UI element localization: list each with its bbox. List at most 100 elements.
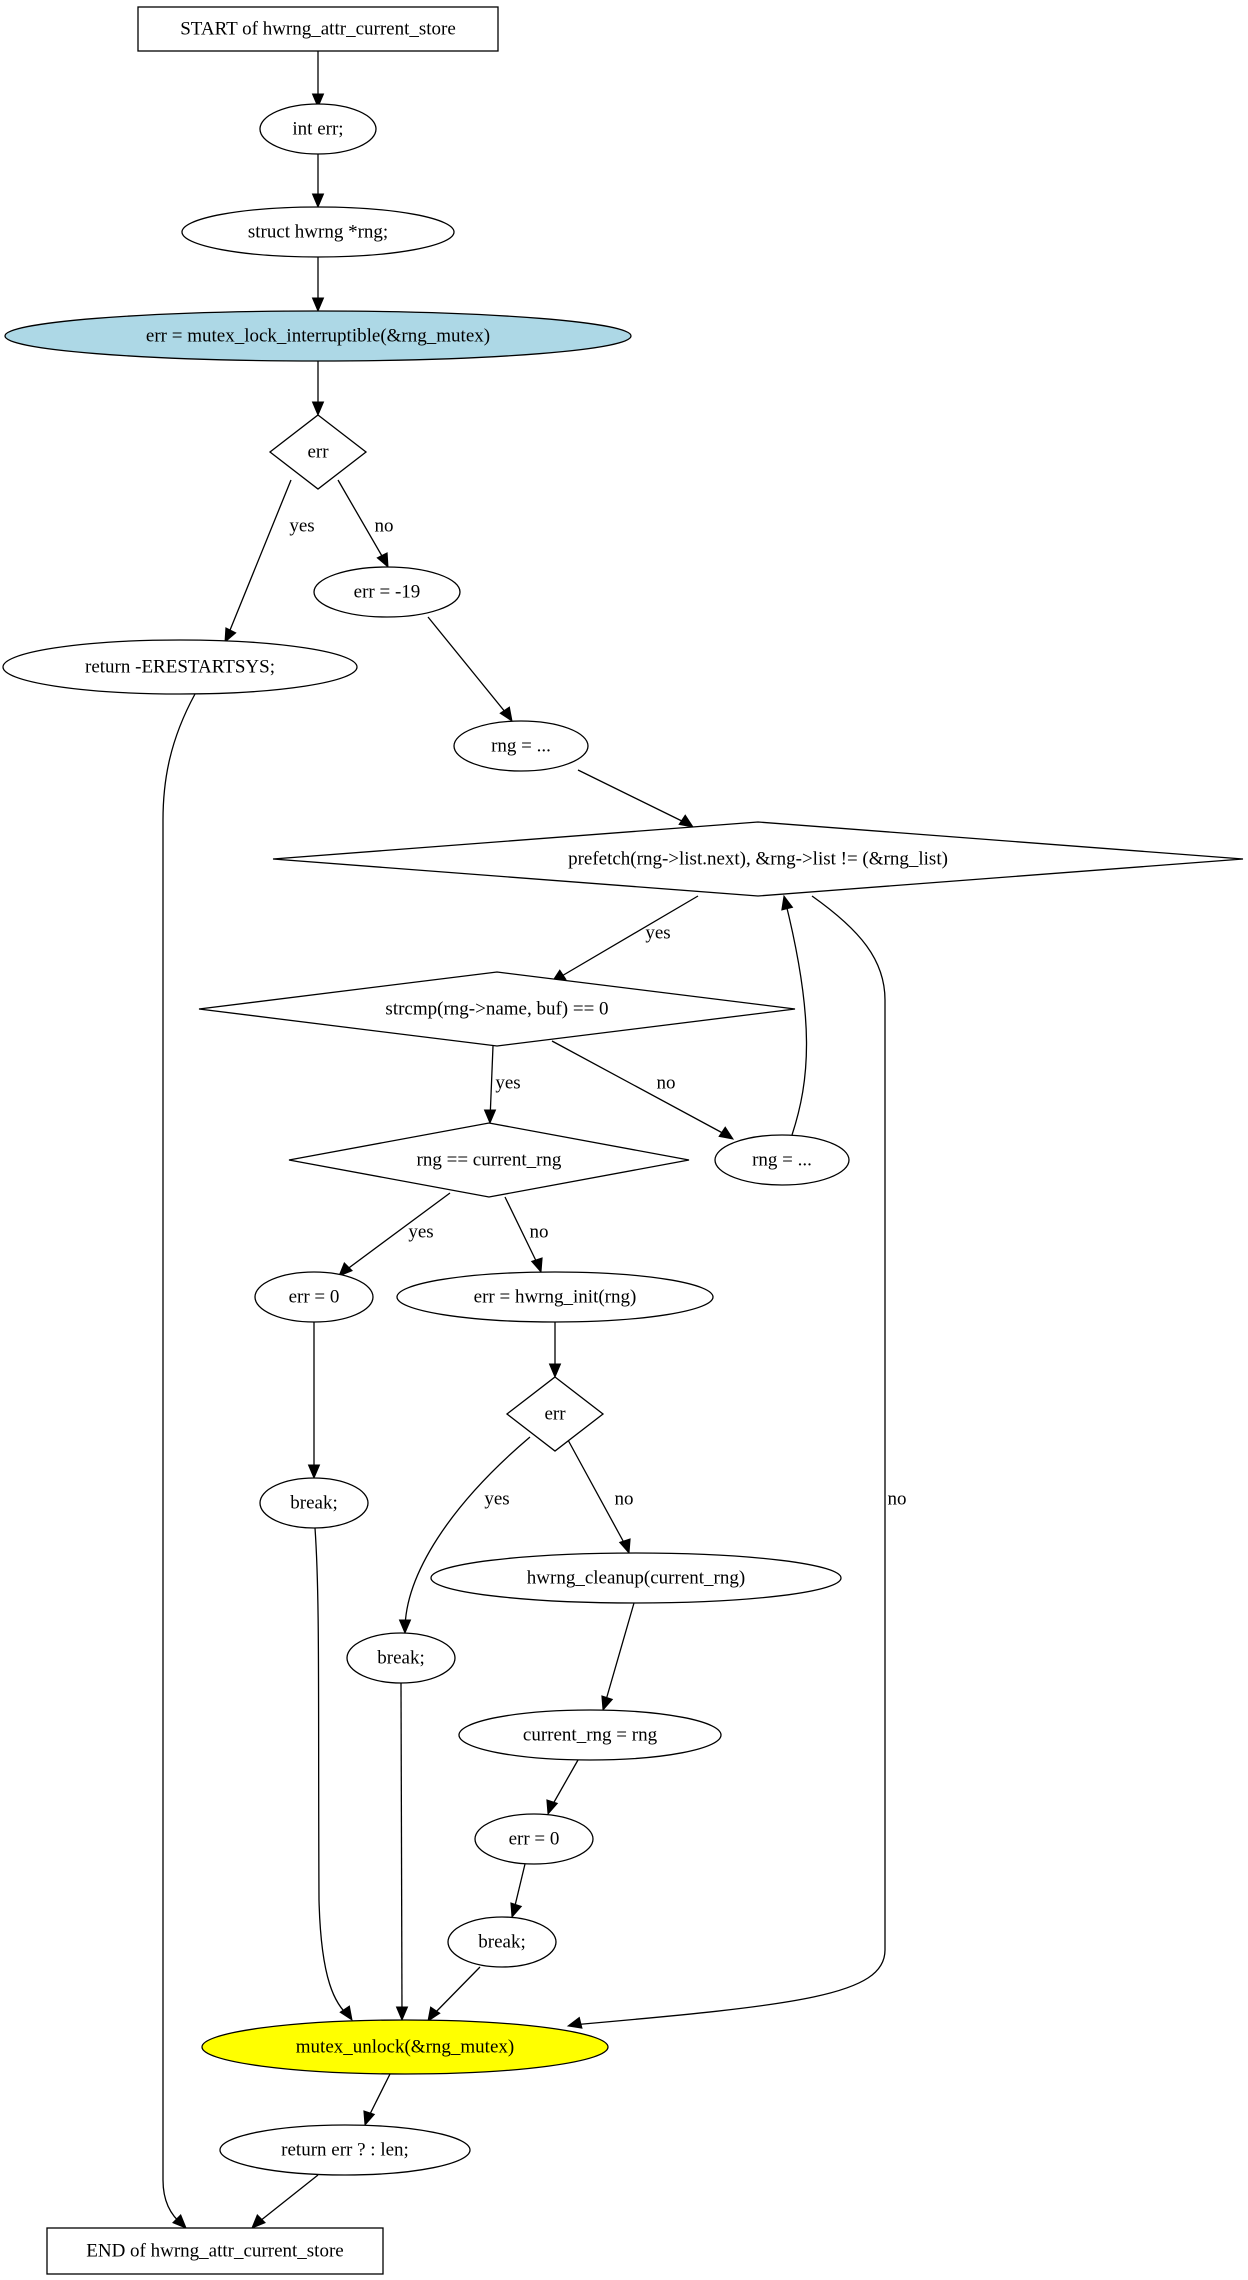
- edge-line: [314, 1527, 351, 2018]
- node-text: struct hwrng *rng;: [248, 222, 388, 243]
- node-break-b: break;: [346, 1632, 456, 1684]
- arrowhead: [311, 297, 325, 313]
- edge-line: [554, 895, 699, 981]
- arrowhead: [395, 2006, 409, 2022]
- edge-label-yes: yes: [289, 516, 314, 537]
- edge-line: [341, 1192, 451, 1274]
- node-mutex-lock: err = mutex_lock_interruptible(&rng_mute…: [4, 310, 632, 362]
- edge-line: [489, 1045, 494, 1121]
- edge-strcmp_cond-to-rng_next: [551, 1040, 735, 1140]
- node-ellipse: [254, 1271, 374, 1323]
- node-text: err: [544, 1404, 566, 1425]
- edge-line: [427, 616, 511, 719]
- edge-line: [254, 2174, 319, 2226]
- edge-label-no: no: [615, 1489, 634, 1510]
- decision-diamond: [505, 1376, 605, 1452]
- node-text: break;: [290, 1493, 337, 1514]
- edge-break_b-to-mutex_unlock: [395, 1682, 409, 2022]
- node-text: break;: [377, 1648, 424, 1669]
- arrowhead: [338, 1262, 353, 1277]
- decision-diamond: [268, 414, 368, 490]
- edge-rng_next-to-loop_cond: [781, 894, 808, 1136]
- node-return-len: return err ? : len;: [219, 2124, 471, 2176]
- arrowhead: [224, 627, 237, 644]
- arrowhead: [427, 2006, 441, 2023]
- node-start: START of hwrng_attr_current_store: [137, 6, 499, 52]
- edge-line: [571, 895, 886, 2026]
- edge-break_a-to-mutex_unlock: [314, 1527, 353, 2022]
- node-text: rng == current_rng: [417, 1150, 562, 1171]
- node-ellipse: [4, 310, 632, 362]
- node-text: START of hwrng_attr_current_store: [180, 19, 456, 40]
- arrowhead: [311, 93, 325, 109]
- node-current-cond: rng == current_rng: [288, 1122, 690, 1198]
- node-text: err = hwrng_init(rng): [474, 1287, 637, 1308]
- edge-line: [429, 1966, 481, 2019]
- edge-hwrng_cleanup-to-current_assign: [601, 1602, 635, 1712]
- arrowhead: [548, 1363, 562, 1379]
- edge-line: [603, 1602, 635, 1708]
- node-text: err = 0: [509, 1829, 560, 1850]
- edge-hwrng_init-to-err_check_2: [548, 1322, 562, 1379]
- node-text: mutex_unlock(&rng_mutex): [296, 2037, 514, 2058]
- edge-label-yes: yes: [645, 923, 670, 944]
- edge-line: [225, 479, 292, 641]
- arrowhead: [601, 1695, 614, 1712]
- edge-line: [400, 1682, 403, 2018]
- node-text: err = -19: [354, 582, 421, 603]
- node-text: hwrng_cleanup(current_rng): [527, 1568, 745, 1589]
- edge-return_erestartsys-to-end: [162, 693, 196, 2229]
- edge-line: [577, 769, 691, 826]
- arrowhead: [483, 1109, 497, 1125]
- arrowhead: [499, 706, 513, 723]
- node-ellipse: [201, 2019, 609, 2075]
- node-ellipse: [447, 1916, 557, 1968]
- edge-current_assign-to-err_zero_b: [546, 1759, 579, 1816]
- arrowhead: [530, 1257, 543, 1274]
- node-ellipse: [313, 566, 461, 618]
- node-loop-cond: prefetch(rng->list.next), &rng->list != …: [272, 821, 1244, 897]
- node-text: END of hwrng_attr_current_store: [86, 2241, 343, 2262]
- edge-err_check_1-to-return_erestartsys: [224, 479, 292, 644]
- node-ellipse: [430, 1552, 842, 1604]
- arrowhead: [618, 1538, 631, 1555]
- node-text: strcmp(rng->name, buf) == 0: [385, 999, 608, 1020]
- node-text: current_rng = rng: [523, 1725, 658, 1746]
- arrowhead: [172, 2214, 187, 2229]
- node-break-c: break;: [447, 1916, 557, 1968]
- arrowhead: [510, 1902, 523, 1919]
- arrowhead: [718, 1126, 735, 1140]
- node-text: err = 0: [289, 1287, 340, 1308]
- node-ellipse: [453, 720, 589, 772]
- node-rng-next: rng = ...: [714, 1134, 850, 1186]
- arrowhead: [546, 1799, 559, 1816]
- edge-mutex_lock-to-err_check_1: [311, 361, 325, 417]
- arrowhead: [311, 401, 325, 417]
- node-end: END of hwrng_attr_current_store: [46, 2227, 384, 2275]
- node-ellipse: [259, 103, 377, 155]
- node-current-assign: current_rng = rng: [458, 1709, 722, 1761]
- edge-mutex_unlock-to-return_len: [363, 2073, 391, 2127]
- arrowhead: [251, 2214, 266, 2229]
- node-hwrng-init: err = hwrng_init(rng): [396, 1271, 714, 1323]
- edges-layer: [162, 51, 886, 2229]
- edge-line: [784, 899, 808, 1136]
- edge-current_cond-to-hwrng_init: [504, 1196, 543, 1274]
- edge-break_c-to-mutex_unlock: [427, 1966, 481, 2023]
- node-box: [137, 6, 499, 52]
- arrowhead: [376, 552, 389, 569]
- edge-line: [567, 1439, 629, 1551]
- node-err-zero-a: err = 0: [254, 1271, 374, 1323]
- edge-rng_init-to-loop_cond: [577, 769, 695, 828]
- edge-int_err-to-struct_rng: [311, 154, 325, 209]
- edge-current_cond-to-err_zero_a: [338, 1192, 451, 1277]
- decision-diamond: [288, 1122, 690, 1198]
- node-text: prefetch(rng->list.next), &rng->list != …: [568, 849, 948, 870]
- edge-label-no: no: [375, 516, 394, 537]
- edge-err_check_2-to-hwrng_cleanup: [567, 1439, 631, 1555]
- edge-line: [162, 693, 196, 2226]
- arrowhead: [781, 894, 794, 911]
- edge-line: [337, 479, 387, 564]
